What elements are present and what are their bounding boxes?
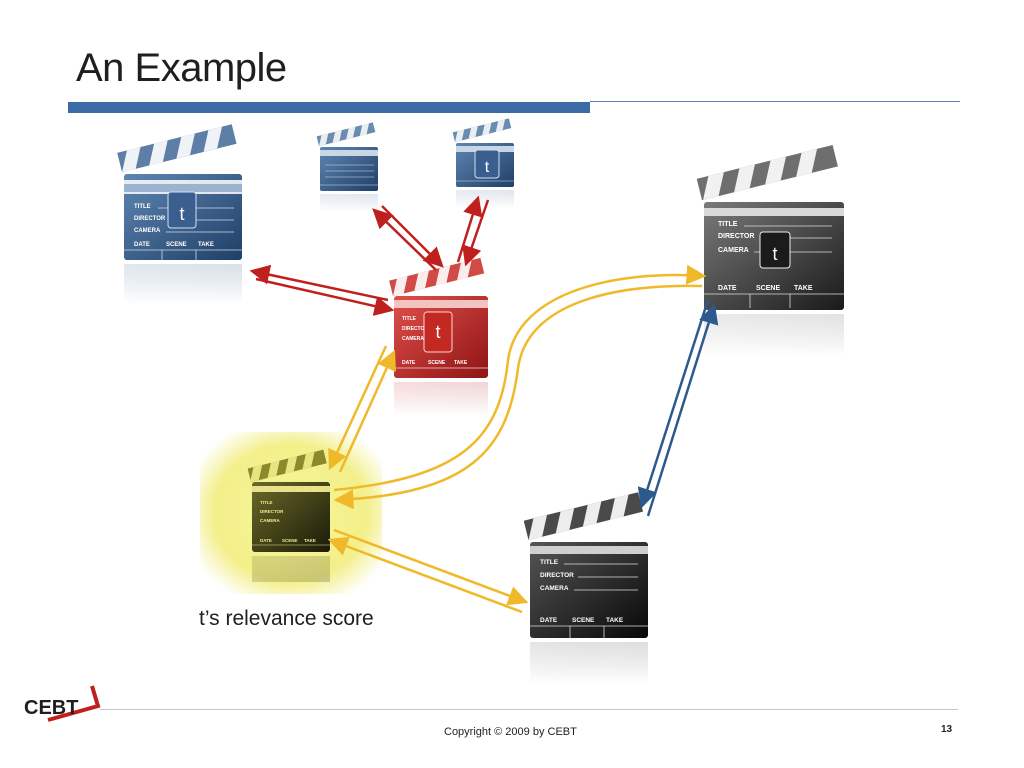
cebt-logo: CEBT: [24, 685, 101, 722]
relevance-score-caption: t’s relevance score: [199, 607, 374, 630]
svg-text:SCENE: SCENE: [756, 285, 780, 292]
logo-text: CEBT: [24, 697, 78, 719]
node-token-label: t: [772, 244, 777, 264]
arrows-red: [249, 195, 490, 316]
node-token-label: t: [435, 322, 440, 342]
svg-text:DATE: DATE: [134, 242, 150, 248]
svg-text:TAKE: TAKE: [198, 242, 214, 248]
arrows-blue: [637, 299, 719, 517]
svg-text:DATE: DATE: [402, 360, 416, 366]
clapper-blue-large: TITLE DIRECTOR CAMERA DATE SCENE TAKE t: [117, 124, 242, 304]
svg-text:TITLE: TITLE: [540, 559, 559, 566]
svg-text:TAKE: TAKE: [454, 360, 468, 366]
clapper-dark-grey: TITLE DIRECTOR CAMERA DATE SCENE TAKE t: [696, 145, 844, 356]
svg-text:DIRECTOR: DIRECTOR: [134, 216, 166, 222]
svg-text:TAKE: TAKE: [794, 285, 813, 292]
svg-text:CAMERA: CAMERA: [718, 247, 749, 254]
clapper-blue-small-1: [316, 122, 378, 212]
svg-text:TITLE: TITLE: [402, 316, 417, 322]
node-token-label: t: [179, 204, 184, 224]
svg-text:SCENE: SCENE: [282, 538, 298, 543]
copyright-notice: Copyright © 2009 by CEBT: [444, 726, 577, 738]
svg-text:CAMERA: CAMERA: [134, 228, 161, 234]
clapper-blue-small-2: t: [452, 118, 514, 208]
svg-text:SCENE: SCENE: [572, 617, 595, 624]
arrows-yellow: [327, 264, 707, 614]
svg-text:DIRECTOR: DIRECTOR: [718, 233, 754, 240]
clapper-relevance-target: TITLE DIRECTOR CAMERA DATE SCENE TAKE: [247, 449, 330, 582]
slide-title: An Example: [76, 46, 287, 90]
svg-text:TITLE: TITLE: [718, 221, 738, 228]
svg-text:CAMERA: CAMERA: [260, 518, 280, 523]
svg-text:TAKE: TAKE: [606, 617, 624, 624]
svg-text:CAMERA: CAMERA: [402, 336, 424, 342]
svg-text:DATE: DATE: [540, 617, 558, 624]
clapper-black: TITLE DIRECTOR CAMERA DATE SCENE TAKE: [523, 492, 648, 684]
page-number: 13: [941, 724, 953, 735]
svg-text:CAMERA: CAMERA: [540, 585, 569, 592]
svg-text:DATE: DATE: [718, 285, 737, 292]
svg-text:SCENE: SCENE: [428, 360, 446, 366]
node-token-label: t: [485, 159, 490, 176]
title-underline-rule: [590, 101, 960, 102]
svg-text:DIRECTOR: DIRECTOR: [260, 509, 284, 514]
clapper-red: TITLE DIRECTOR CAMERA DATE SCENE TAKE t: [389, 257, 488, 416]
svg-text:SCENE: SCENE: [166, 242, 187, 248]
svg-text:DIRECTOR: DIRECTOR: [540, 572, 574, 579]
svg-text:TAKE: TAKE: [304, 538, 316, 543]
svg-text:TITLE: TITLE: [260, 500, 273, 505]
svg-text:DIRECTOR: DIRECTOR: [402, 326, 428, 332]
svg-text:DATE: DATE: [260, 538, 272, 543]
svg-text:TITLE: TITLE: [134, 204, 151, 210]
footer-divider: [100, 709, 958, 710]
title-underline-bar: [68, 102, 590, 113]
